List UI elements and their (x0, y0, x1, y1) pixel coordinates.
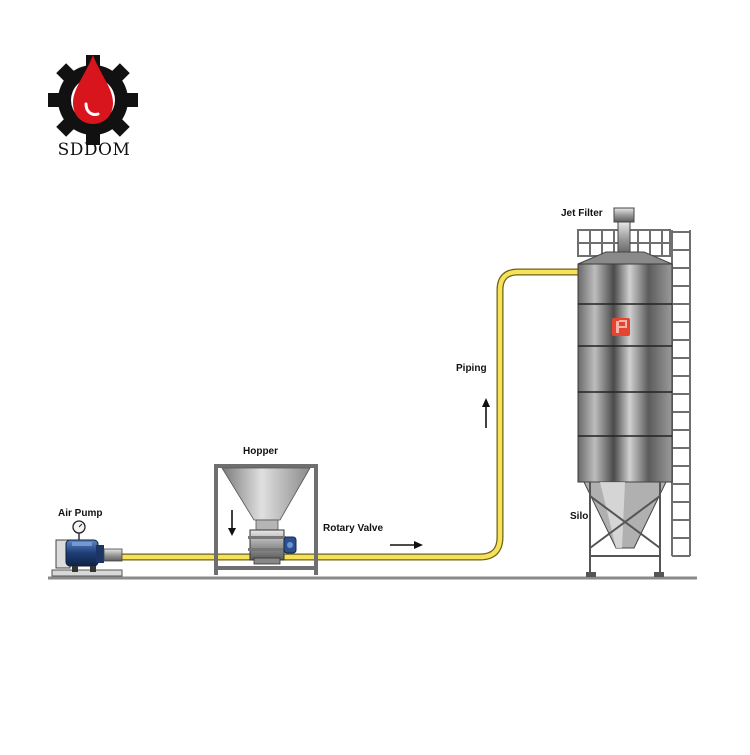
oil-drop-icon (73, 55, 113, 124)
silo-ladder (671, 230, 691, 557)
label-hopper: Hopper (243, 446, 278, 457)
rotary-valve (248, 529, 297, 565)
right-arrow-icon (390, 541, 423, 549)
label-piping: Piping (456, 363, 487, 374)
hopper (214, 464, 318, 575)
silo-badge-icon (612, 318, 630, 336)
up-arrow-icon (482, 398, 490, 428)
silo (577, 207, 691, 577)
brand-name: SDDOM (57, 140, 131, 160)
air-pump (51, 520, 123, 577)
label-air-pump: Air Pump (58, 508, 103, 519)
jet-filter (613, 207, 635, 257)
label-jet-filter: Jet Filter (561, 208, 603, 219)
label-silo: Silo (570, 511, 589, 522)
label-rotary-valve: Rotary Valve (323, 523, 384, 534)
conveying-pipe (120, 268, 580, 561)
sddom-logo (48, 55, 138, 145)
